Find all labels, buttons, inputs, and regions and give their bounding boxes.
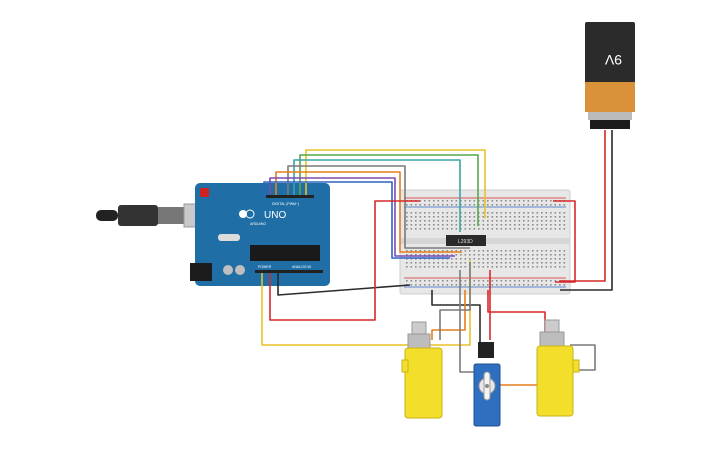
l293d-label: L293D	[458, 239, 473, 245]
wire-motor2-red	[487, 290, 546, 335]
wire-servo-gnd	[431, 290, 481, 345]
analog-label: ANALOG IN	[292, 265, 312, 269]
usb-cable-end	[96, 210, 118, 221]
servo-motor[interactable]	[473, 342, 501, 427]
usb-plug-body	[118, 205, 158, 226]
capacitor-1	[223, 265, 233, 275]
wire-rail-bridge	[553, 200, 576, 283]
usb-plug-metal	[158, 207, 184, 224]
wire-servo-gray	[459, 270, 480, 373]
motor-left-shaft	[411, 321, 427, 335]
wire-motor2-loop	[570, 344, 596, 371]
wire-orange-top	[275, 171, 462, 253]
motor-right-body	[536, 345, 574, 417]
battery-band	[585, 82, 635, 112]
arduino-sub: ARDUINO	[250, 222, 266, 226]
wire-battery-neg	[560, 130, 613, 291]
motor-left-can	[407, 333, 431, 349]
motor-left-tab	[401, 359, 409, 373]
logo-icon-2	[245, 209, 255, 219]
analog-power-header	[255, 270, 323, 273]
motor-right-shaft	[544, 319, 560, 333]
wires	[261, 130, 613, 386]
reset-button[interactable]	[200, 188, 209, 197]
motor-right-tab	[572, 359, 580, 373]
battery-9v[interactable]: 9V	[585, 22, 635, 129]
wire-purple-top	[269, 177, 455, 257]
digital-header	[266, 195, 314, 198]
atmega-chip	[250, 245, 320, 261]
capacitor-2	[235, 265, 245, 275]
wire-blue-top	[263, 181, 450, 259]
wire-battery-pos	[560, 130, 606, 282]
wire-5v	[269, 200, 420, 321]
crystal	[218, 234, 240, 241]
wire-green-top	[299, 154, 479, 226]
logo-icon	[239, 210, 247, 218]
arduino-brand: UNO	[264, 210, 286, 221]
dc-jack	[190, 263, 212, 281]
servo-screw	[485, 384, 489, 388]
wire-ground	[277, 273, 411, 296]
power-label: POWER	[258, 265, 272, 269]
battery-connector	[590, 120, 630, 129]
servo-connector	[478, 342, 494, 358]
dc-motor-left[interactable]	[401, 321, 443, 419]
dc-motor-right[interactable]	[536, 319, 580, 417]
wire-motor1-gray	[439, 262, 471, 340]
battery-terminal-base	[588, 112, 632, 120]
usb-cable	[96, 203, 207, 228]
motor-left-body	[404, 347, 443, 419]
wire-gray-top	[287, 165, 470, 249]
motor-right-can	[539, 331, 565, 347]
battery-label: 9V	[604, 52, 622, 68]
arduino-uno-board[interactable]: UNO ARDUINO DIGITAL (PWM~) POWER ANALOG …	[190, 183, 330, 286]
digital-header-label: DIGITAL (PWM~)	[272, 202, 299, 206]
l293d-chip	[446, 235, 486, 246]
